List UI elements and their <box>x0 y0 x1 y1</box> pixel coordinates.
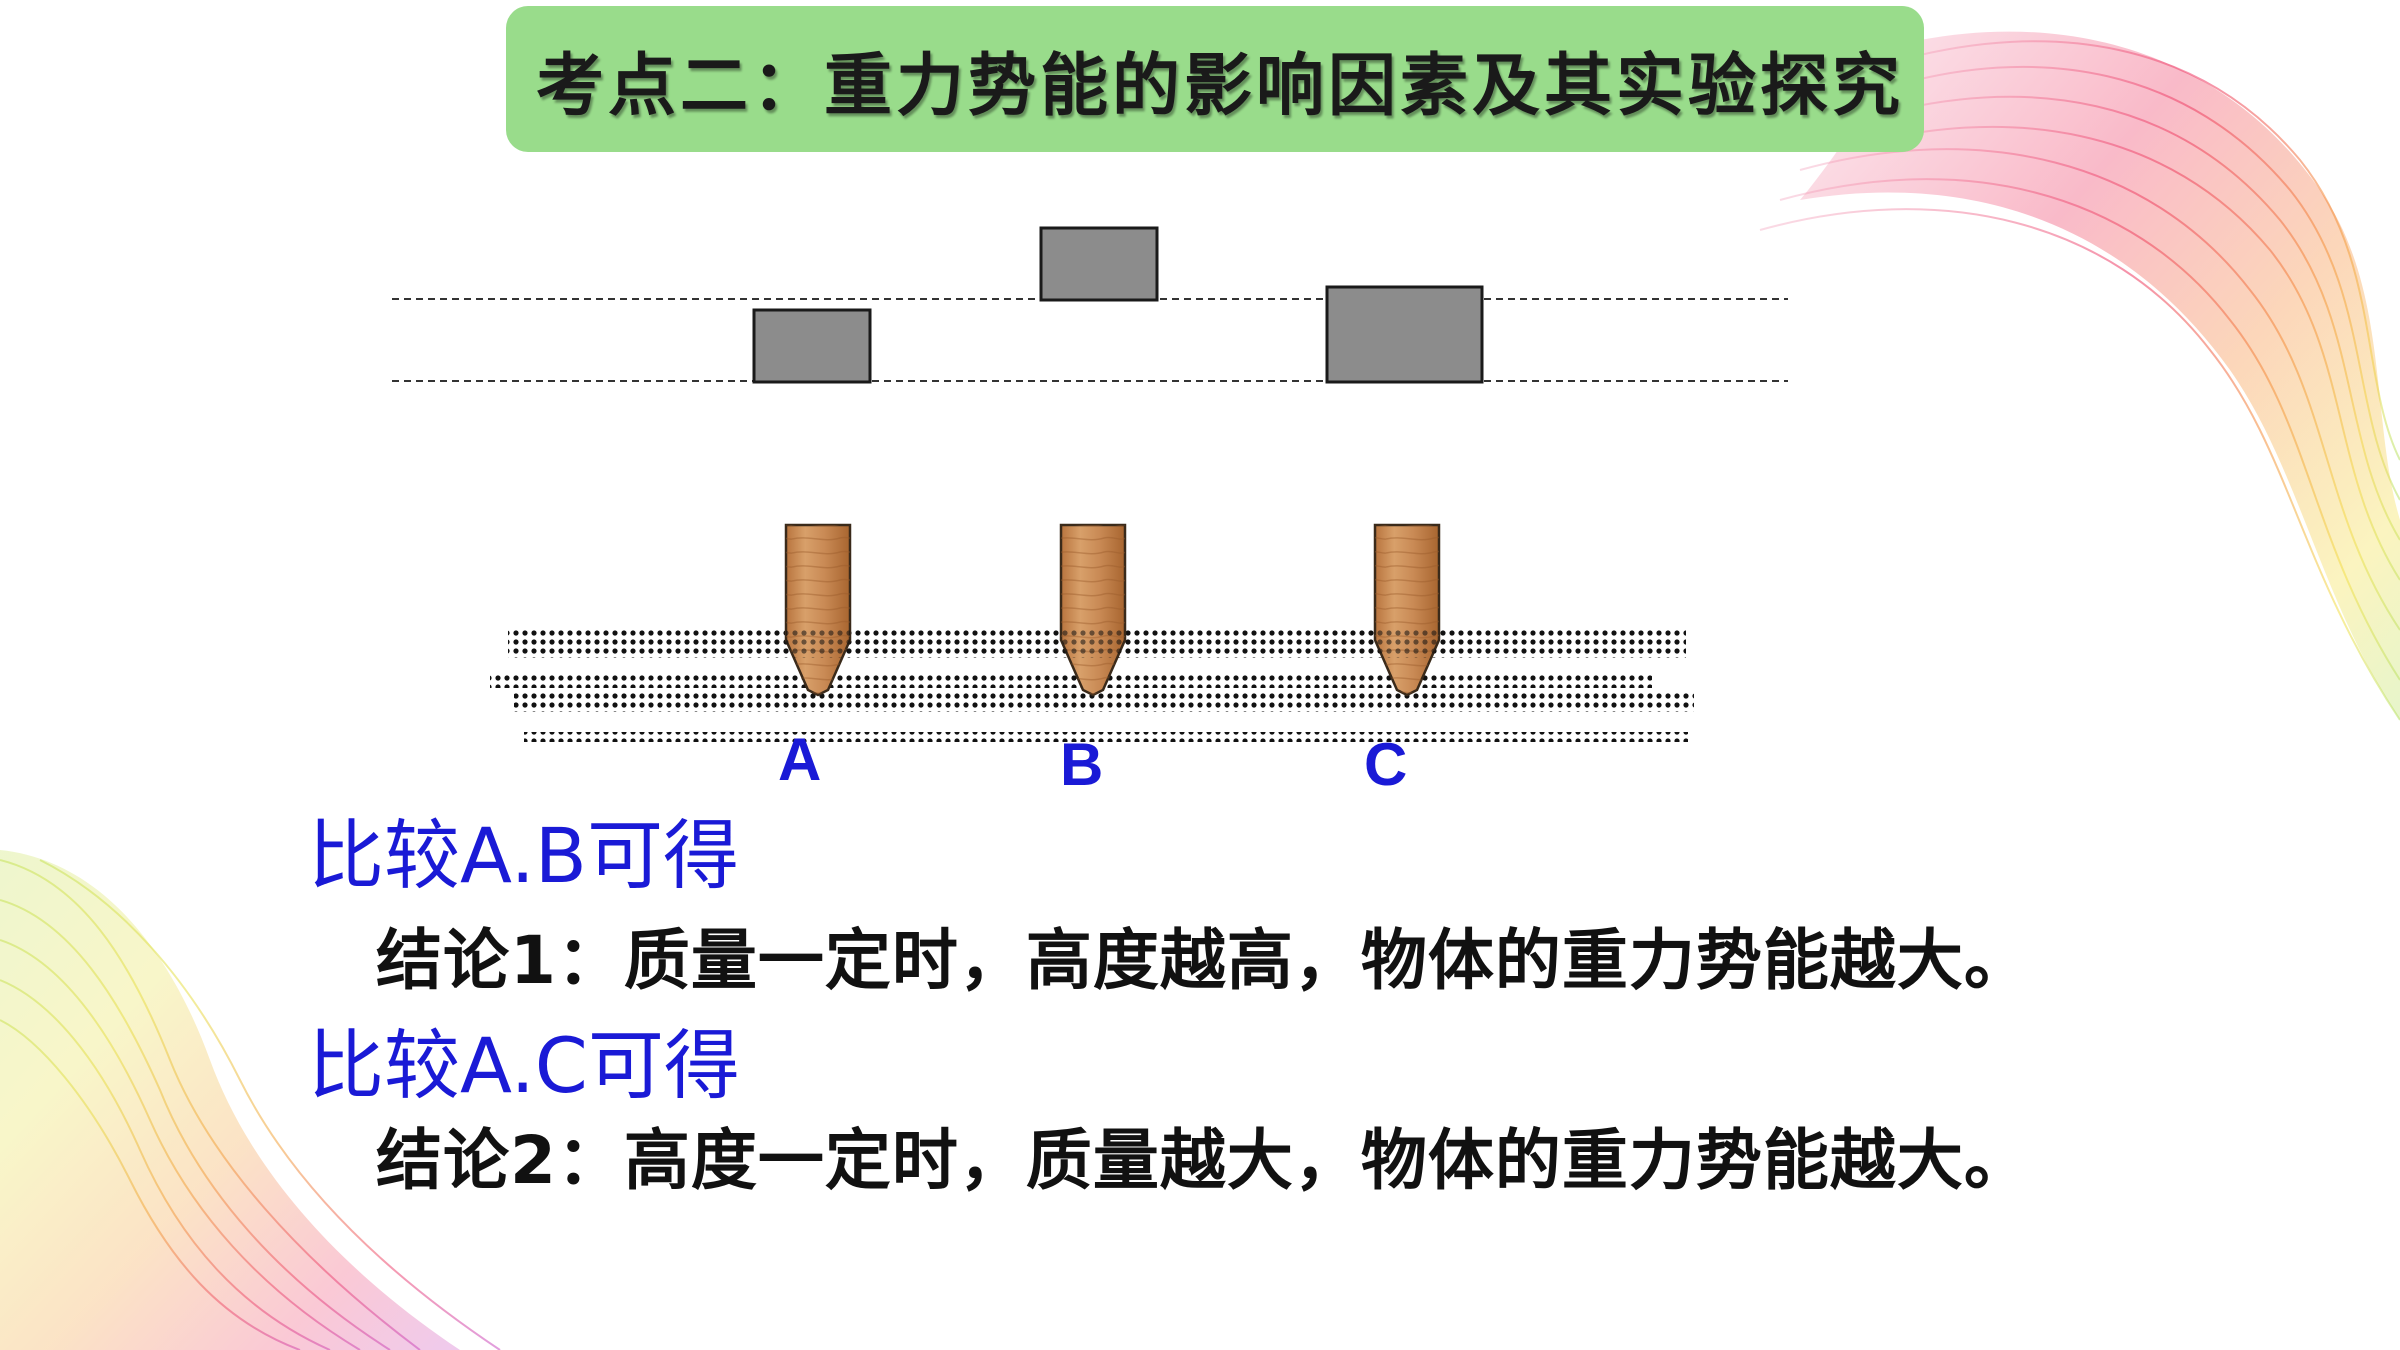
compare-ab-heading: 比较A.B可得 <box>308 811 739 900</box>
label-c: C <box>1364 731 1407 798</box>
page-title: 考点二：重力势能的影响因素及其实验探究 <box>536 45 1905 126</box>
sand-layer <box>490 628 1694 742</box>
block-c <box>1325 285 1484 384</box>
stake-a <box>784 523 852 697</box>
conclusion-2: 结论2：高度一定时，质量越大，物体的重力势能越大。 <box>376 1122 2031 1199</box>
label-b: B <box>1060 731 1103 798</box>
stake-b <box>1059 523 1127 697</box>
block-b <box>1039 226 1159 302</box>
conclusion-1: 结论1：质量一定时，高度越高，物体的重力势能越大。 <box>376 922 2031 999</box>
label-a: A <box>778 726 821 793</box>
title-banner: 考点二：重力势能的影响因素及其实验探究 <box>506 6 1924 152</box>
compare-ac-heading: 比较A.C可得 <box>308 1021 740 1110</box>
stake-c <box>1373 523 1441 697</box>
block-a <box>752 308 872 384</box>
